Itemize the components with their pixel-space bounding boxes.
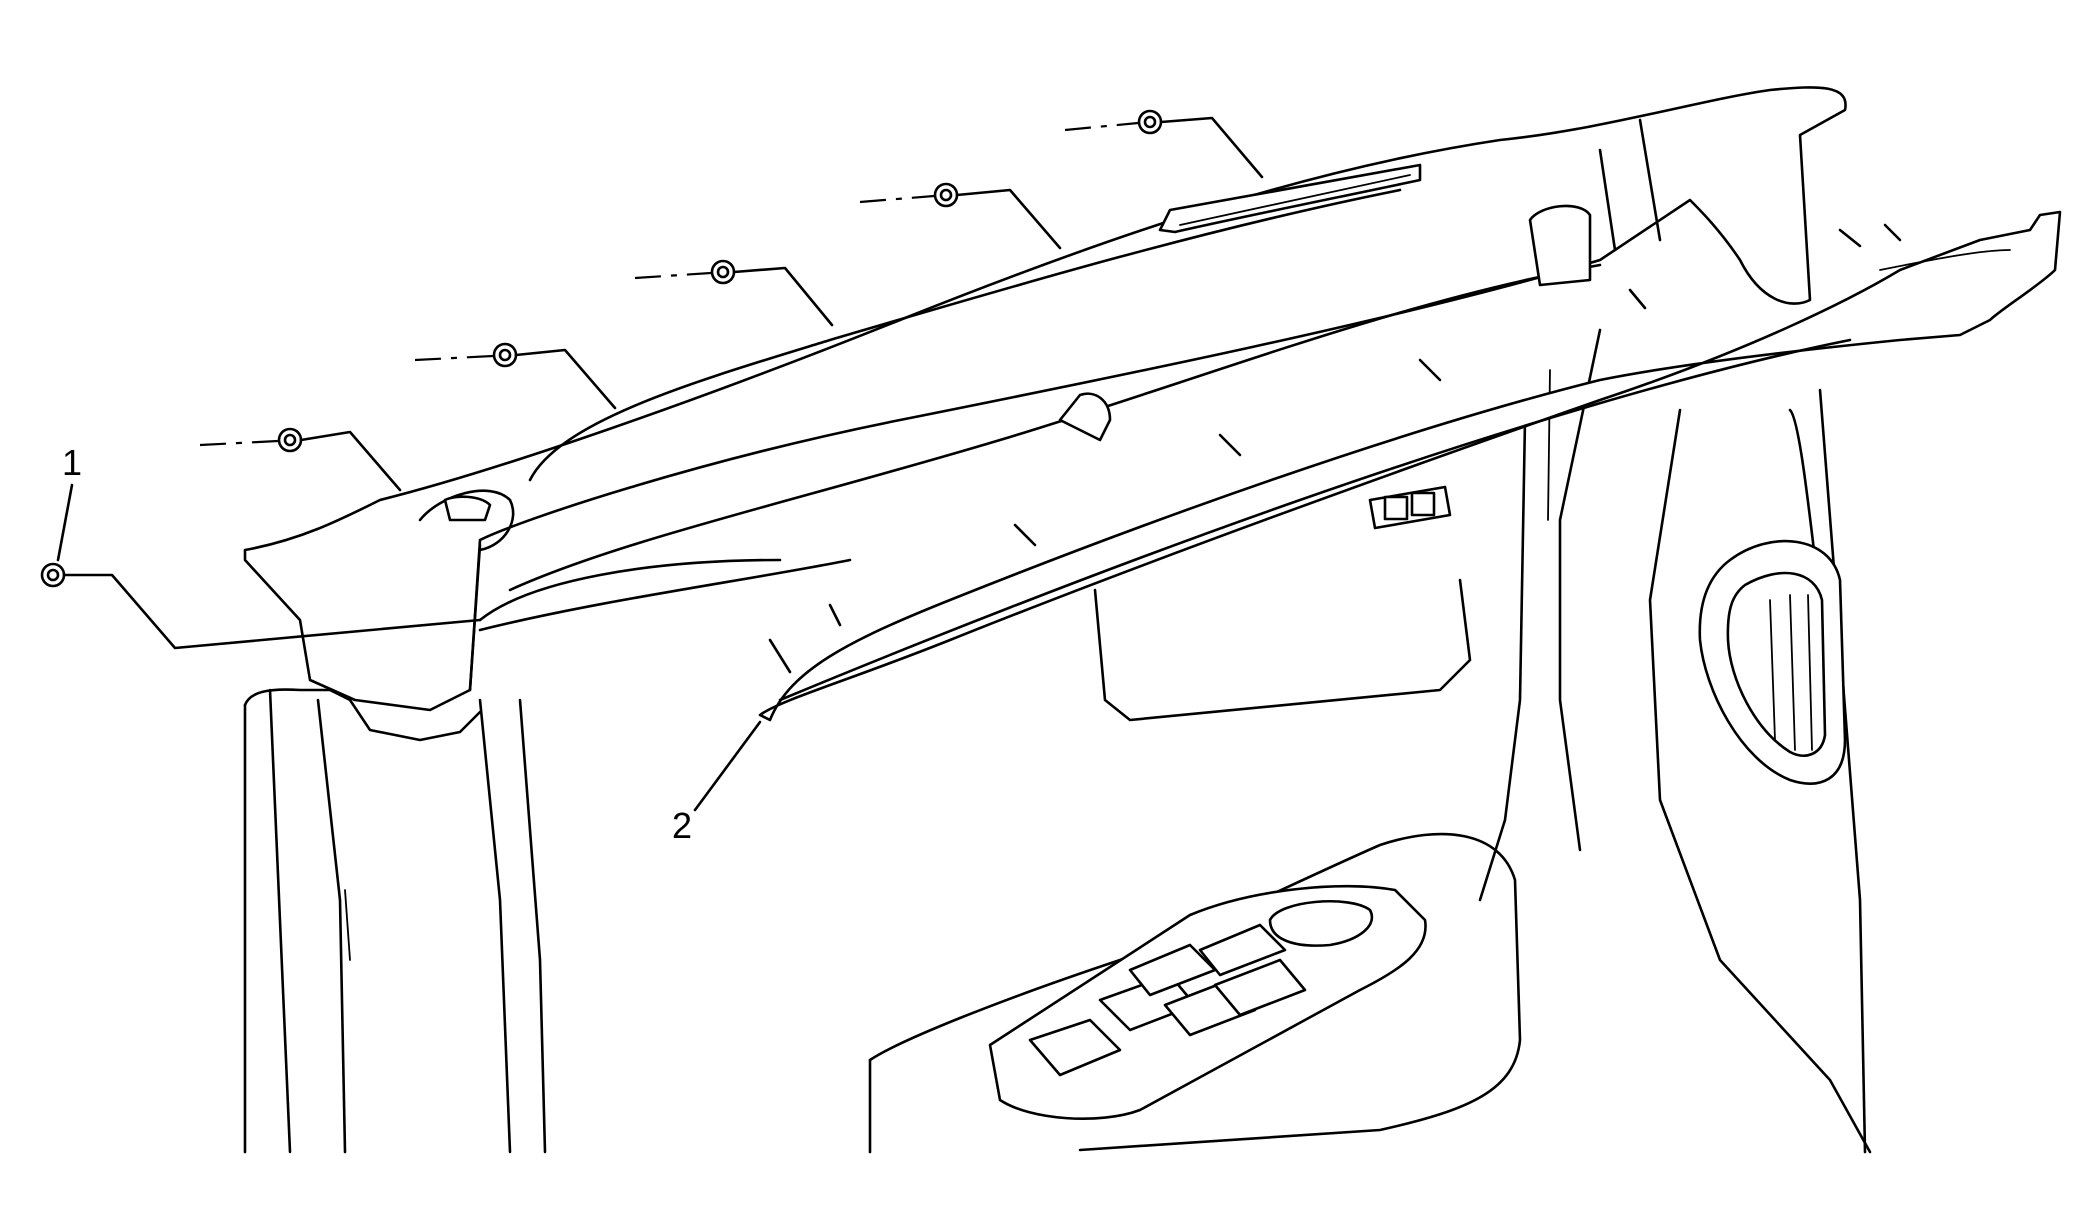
door-panel — [243, 328, 1872, 1154]
nut-3 — [414, 342, 617, 410]
nut-1 — [40, 562, 482, 650]
callout-1-label: 1 — [62, 442, 82, 483]
nut-5 — [859, 182, 1062, 250]
callout-1: 1 — [56, 442, 82, 562]
air-vent — [1698, 539, 1847, 785]
nut-4 — [634, 259, 834, 327]
nut-6 — [1064, 109, 1264, 179]
fasteners — [40, 109, 1264, 650]
nut-2 — [199, 427, 402, 492]
callout-2: 2 — [672, 720, 762, 846]
callout-2-label: 2 — [672, 805, 692, 846]
mounting-pins — [768, 223, 1902, 674]
upper-trim-panel — [243, 86, 1847, 712]
lock-switch — [1368, 485, 1452, 530]
switch-panel — [868, 832, 1522, 1154]
trim-molding — [758, 210, 2062, 722]
